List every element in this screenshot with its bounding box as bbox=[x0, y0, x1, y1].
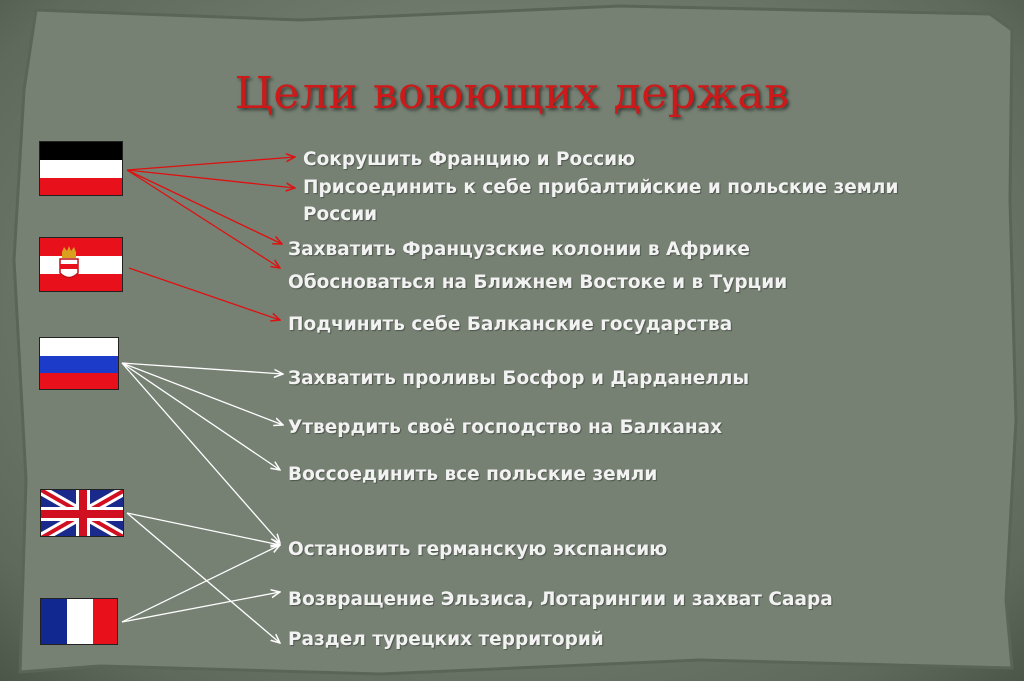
goal-item: Захватить проливы Босфор и Дарданеллы bbox=[288, 368, 750, 389]
goal-item: Возвращение Эльзиса, Лотарингии и захват… bbox=[288, 589, 833, 610]
france-arrows bbox=[121, 545, 280, 623]
germany-arrows bbox=[126, 157, 295, 268]
goal-item: Подчинить себе Балканские государства bbox=[288, 314, 733, 335]
goal-item: Остановить германскую экспансию bbox=[288, 539, 668, 560]
goal-item: Раздел турецких территорий bbox=[288, 629, 604, 650]
goal-item: Обосноваться на Ближнем Востоке и в Турц… bbox=[288, 272, 788, 293]
russia-flag-icon bbox=[39, 337, 119, 390]
austria-arrows bbox=[128, 267, 280, 320]
austria-hungary-flag-icon bbox=[39, 237, 123, 292]
russia-arrows bbox=[121, 362, 283, 543]
goal-item: Утвердить своё господство на Балканах bbox=[288, 417, 723, 438]
german-empire-flag-icon bbox=[39, 141, 123, 196]
goal-item: Воссоединить все польские земли bbox=[288, 464, 658, 485]
slide-title: Цели воюющих держав bbox=[234, 68, 790, 119]
france-flag-icon bbox=[40, 598, 118, 645]
goal-item: Захватить Французские колонии в Африке bbox=[288, 239, 750, 260]
britain-arrows bbox=[126, 512, 280, 643]
goal-item: Сокрушить Францию и Россию bbox=[303, 149, 636, 170]
goal-item: России bbox=[303, 204, 378, 225]
goal-item: Присоединить к себе прибалтийские и поль… bbox=[303, 177, 899, 198]
coat-of-arms-icon bbox=[59, 246, 79, 279]
union-jack-flag-icon bbox=[40, 489, 124, 537]
